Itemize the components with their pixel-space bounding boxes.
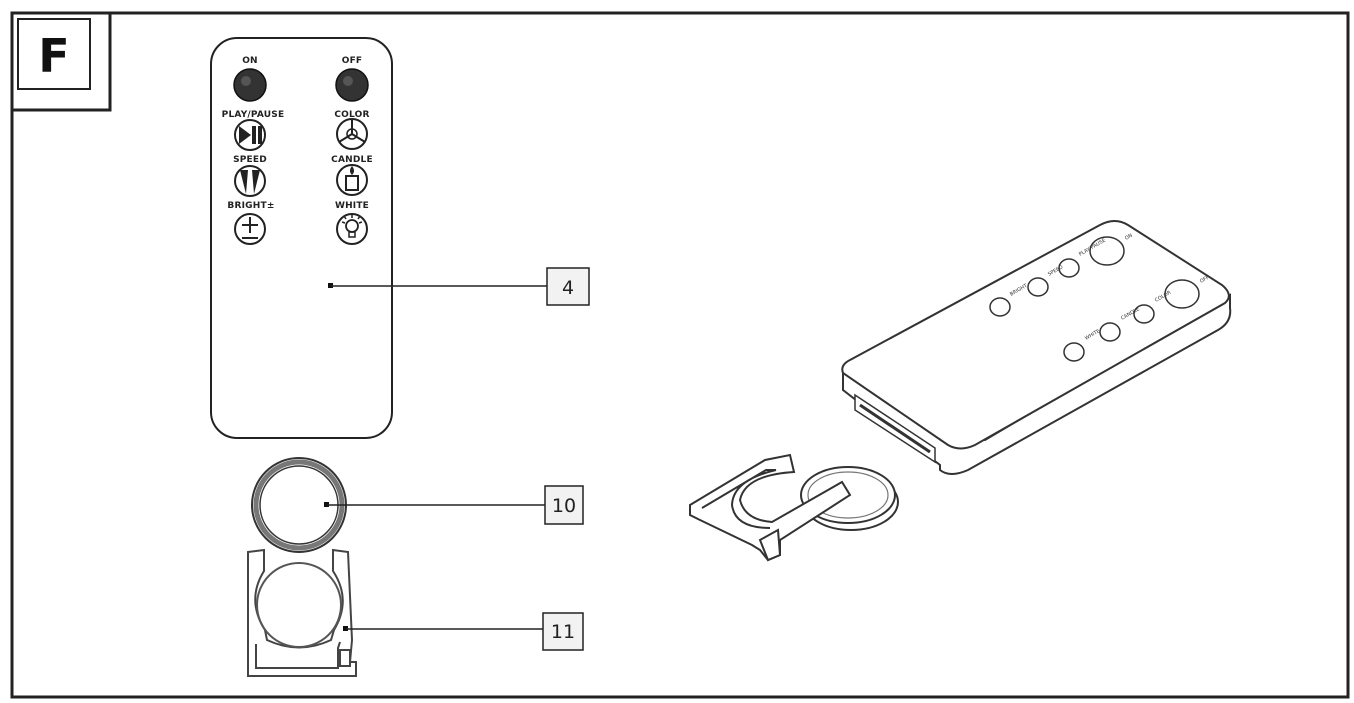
button-label-color: COLOR	[334, 110, 369, 120]
figure-letter-tab: F	[10, 11, 112, 112]
callout-11: 11	[343, 612, 584, 651]
iso-on-button	[1089, 236, 1125, 266]
callout-number-10: 10	[552, 495, 576, 517]
callout-number-4: 4	[562, 277, 574, 299]
iso-label-on: ON	[1124, 233, 1134, 242]
iso-bright-icon	[989, 297, 1011, 317]
iso-label-off: OFF	[1199, 275, 1210, 285]
iso-battery-holder	[689, 453, 852, 562]
button-label-bright: BRIGHT±	[227, 201, 274, 211]
power-off-icon	[335, 68, 369, 102]
callout-10: 10	[324, 485, 584, 525]
button-label-white: WHITE	[335, 201, 369, 211]
figure-frame	[10, 11, 1350, 699]
speed-icon	[234, 165, 266, 197]
brightness-plus-minus-icon	[234, 213, 266, 245]
iso-off-button	[1164, 279, 1200, 309]
remote-front-view: ON OFF PLAY/PAUSE COLOR SPEED CANDLE	[210, 37, 393, 439]
iso-color-icon	[1133, 304, 1155, 324]
iso-white-icon	[1063, 342, 1085, 362]
power-on-icon	[233, 68, 267, 102]
white-bulb-icon	[336, 213, 368, 245]
button-label-candle: CANDLE	[331, 155, 373, 165]
callout-number-11: 11	[551, 621, 575, 643]
button-label-play-pause: PLAY/PAUSE	[222, 110, 285, 120]
callout-4: 4	[328, 267, 590, 306]
candle-icon	[336, 164, 368, 196]
color-wheel-icon	[336, 118, 368, 150]
button-label-on: ON	[242, 56, 258, 66]
iso-candle-icon	[1099, 322, 1121, 342]
iso-play-pause-icon	[1058, 258, 1080, 278]
battery-holder	[247, 548, 357, 677]
iso-speed-icon	[1027, 277, 1049, 297]
play-pause-icon	[234, 119, 266, 151]
figure-letter: F	[38, 29, 69, 83]
button-label-speed: SPEED	[233, 155, 267, 165]
button-label-off: OFF	[342, 56, 363, 66]
remote-isometric-view: ON OFF PLAY/PAUSE COLOR SPEED CANDLE BRI…	[841, 220, 1232, 475]
